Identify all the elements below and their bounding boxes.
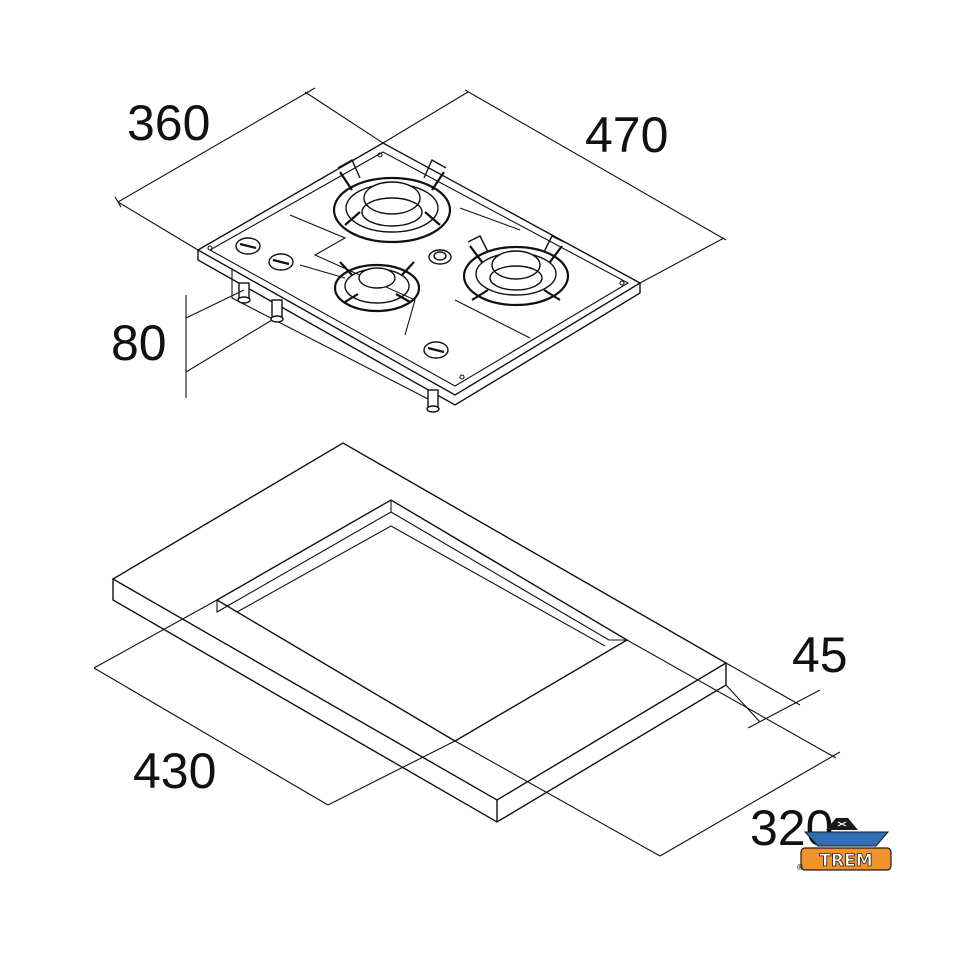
burner-small bbox=[333, 261, 421, 313]
trem-logo: TREM ® bbox=[796, 818, 892, 872]
dimension-thickness bbox=[725, 662, 821, 729]
screw bbox=[619, 280, 625, 286]
hob-foot bbox=[426, 389, 440, 413]
hob-underside bbox=[231, 268, 431, 401]
screw bbox=[377, 152, 383, 158]
hob-foot bbox=[237, 282, 251, 304]
dimension-hob-width bbox=[382, 89, 727, 284]
hob-zone-divider bbox=[289, 214, 416, 336]
dim-label-80: 80 bbox=[111, 315, 167, 371]
dim-label-430: 430 bbox=[133, 743, 216, 799]
hob-zone-divider-3 bbox=[454, 299, 531, 339]
ignition-button bbox=[428, 249, 452, 265]
hob-gas-line bbox=[299, 264, 346, 279]
cutout-inner-wall-2 bbox=[390, 511, 627, 641]
control-knob bbox=[268, 253, 294, 271]
dim-label-360: 360 bbox=[127, 95, 210, 151]
screw bbox=[207, 245, 213, 251]
dim-label-45: 45 bbox=[792, 627, 848, 683]
dimension-hob-height bbox=[185, 289, 273, 398]
hob-plate-side bbox=[197, 250, 641, 406]
hob-zone-divider-2 bbox=[459, 207, 521, 231]
cutout-outline bbox=[215, 499, 629, 742]
hob-illustration bbox=[196, 142, 642, 413]
hob-plate-inner-edge bbox=[208, 151, 630, 387]
dim-label-320: 320 bbox=[750, 800, 833, 856]
cutout-inner-floor-edge bbox=[236, 525, 606, 647]
logo-registered-mark: ® bbox=[796, 863, 804, 872]
dimension-cutout-width bbox=[93, 599, 456, 806]
dimension-cutout-depth bbox=[454, 639, 841, 857]
control-knob bbox=[235, 237, 261, 255]
dimension-hob-depth bbox=[114, 87, 384, 251]
hob-foot bbox=[270, 299, 284, 323]
logo-text: TREM bbox=[819, 851, 872, 871]
screw bbox=[459, 374, 465, 380]
burner-large bbox=[332, 159, 452, 244]
cutout-inner-wall bbox=[216, 500, 392, 613]
control-knob bbox=[423, 341, 449, 359]
dim-label-470: 470 bbox=[585, 107, 668, 163]
burner-medium bbox=[462, 235, 570, 307]
